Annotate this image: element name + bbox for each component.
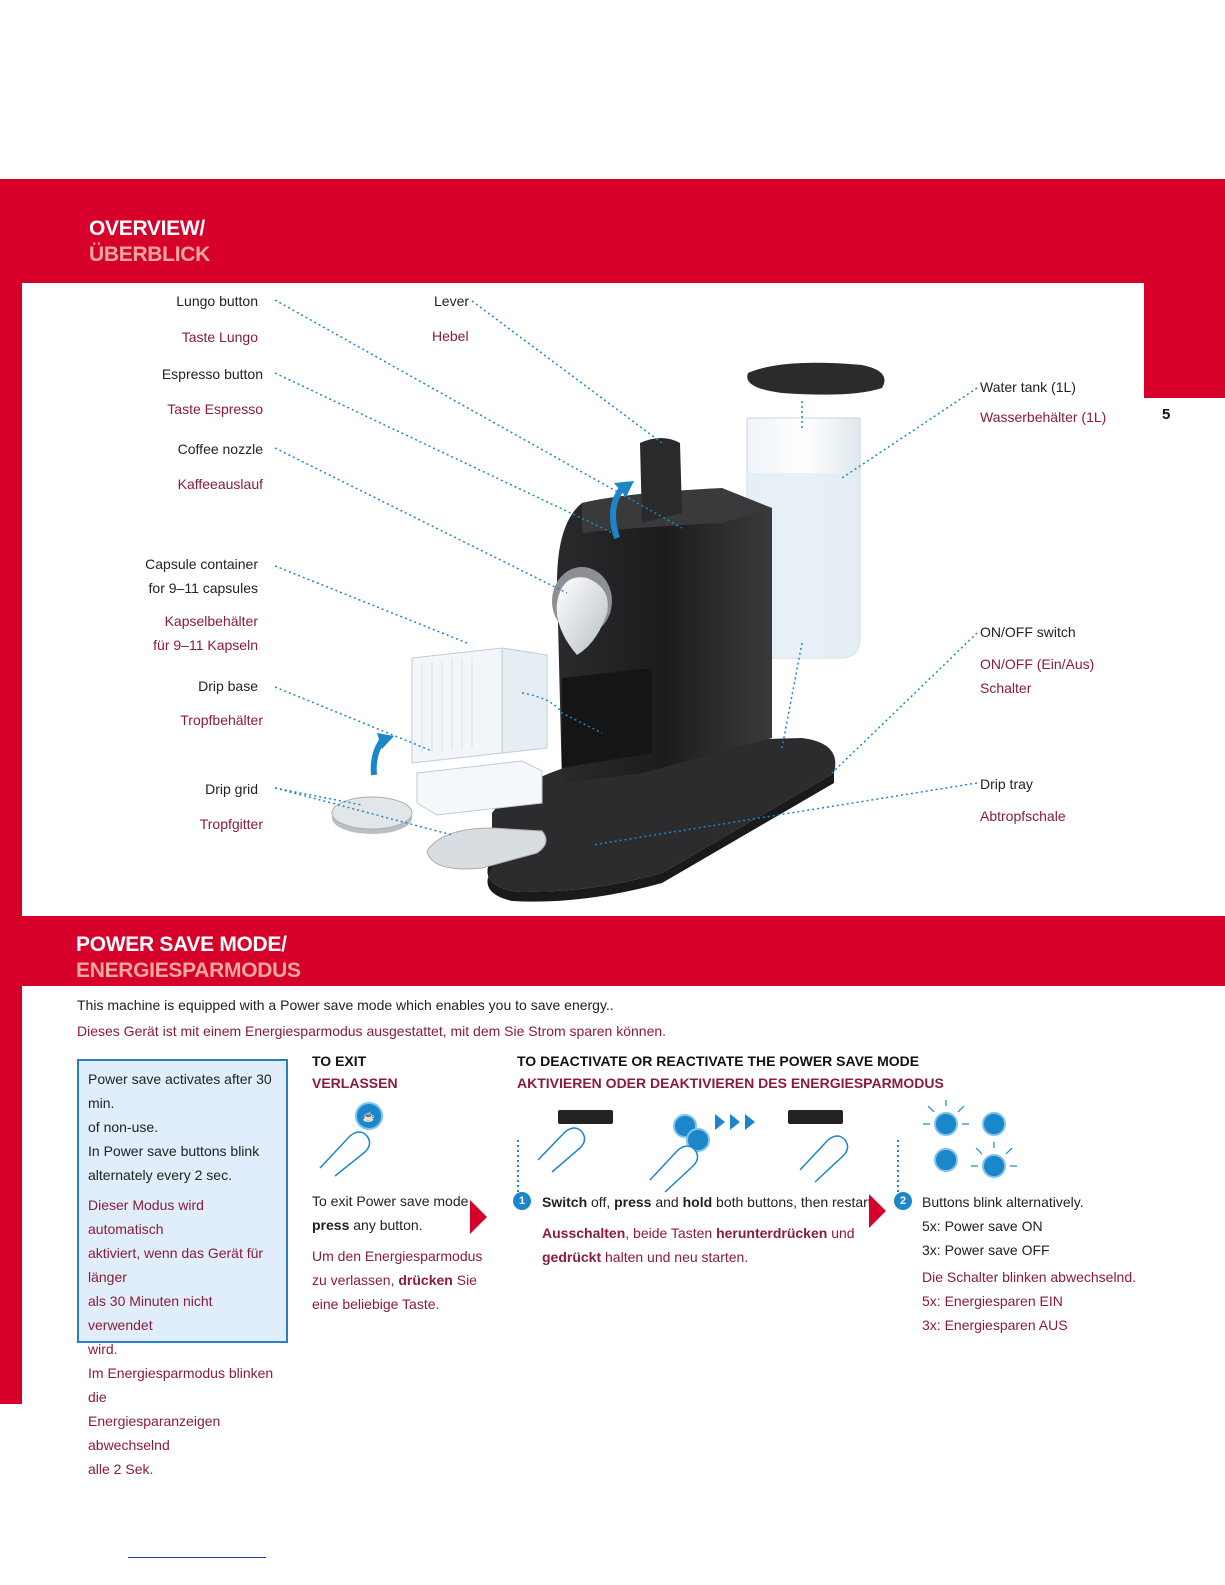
powersave-intro-en: This machine is equipped with a Power sa… [77, 997, 614, 1013]
label-coffee-nozzle-de: Kaffeeauslauf [177, 476, 263, 492]
step2-de-line: 5x: Energiesparen EIN [922, 1293, 1063, 1309]
label-espresso-button-en: Espresso button [161, 366, 263, 382]
step1-gedrueckt-de: gedrückt [542, 1249, 602, 1265]
info-de-line: alle 2 Sek. [88, 1461, 154, 1477]
step1-rest-en: both buttons, then restart. [712, 1194, 876, 1210]
label-onoff-switch-en: ON/OFF switch [980, 624, 1076, 640]
info-de-line: Energiesparanzeigen abwechselnd [88, 1413, 221, 1453]
exit-press-de: drücken [398, 1272, 453, 1288]
label-drip-tray-en: Drip tray [980, 776, 1033, 792]
deactivate-title-en: TO DEACTIVATE OR REACTIVATE THE POWER SA… [517, 1053, 920, 1069]
label-capsule-container-de-2: für 9–11 Kapseln [153, 637, 258, 653]
step1-de-line2: gedrückt halten und neu starten. [542, 1245, 748, 1269]
step2-en-line: 3x: Power save OFF [922, 1242, 1050, 1258]
info-de-line: als 30 Minuten nicht verwendet [88, 1293, 213, 1333]
powersave-info-box: Power save activates after 30 min. of no… [77, 1059, 288, 1477]
powersave-intro-de: Dieses Gerät ist mit einem Energiesparmo… [77, 1023, 667, 1039]
step2-de-line: 3x: Energiesparen AUS [922, 1317, 1068, 1333]
step1-de-line1: Ausschalten, beide Tasten herunterdrücke… [542, 1221, 855, 1245]
info-de-line: aktiviert, wenn das Gerät für länger [88, 1245, 264, 1285]
info-en-line: of non-use. [88, 1119, 159, 1135]
label-lever-en: Lever [434, 293, 470, 309]
exit-heading: TO EXIT VERLASSEN [312, 1050, 398, 1094]
label-onoff-switch-de-1: ON/OFF (Ein/Aus) [980, 656, 1095, 672]
deactivate-heading: TO DEACTIVATE OR REACTIVATE THE POWER SA… [517, 1050, 944, 1094]
label-lever-de: Hebel [432, 328, 469, 344]
label-capsule-container-en-1: Capsule container [145, 556, 258, 572]
info-de-line: Im Energiesparmodus blinken die [88, 1365, 274, 1405]
info-en-line: alternately every 2 sec. [88, 1167, 232, 1183]
step1-mid-de: , beide Tasten [625, 1225, 717, 1241]
step-arrow-icon [470, 1200, 487, 1234]
step1-hold-en: hold [682, 1194, 713, 1210]
label-water-tank-en: Water tank (1L) [980, 379, 1076, 395]
step1-runter-de: herunterdrücken [716, 1225, 828, 1241]
label-capsule-container-de-1: Kapselbehälter [164, 613, 258, 629]
exit-title-de: VERLASSEN [312, 1075, 398, 1091]
step1-switch-en: Switch [542, 1194, 588, 1210]
overview-title-de: ÜBERBLICK [89, 243, 210, 266]
page-number: 5 [1162, 406, 1171, 423]
step-1-badge: 1 [513, 1192, 531, 1210]
step1-und-de: und [827, 1225, 855, 1241]
exit-line2-de: zu verlassen, drücken Sie [312, 1268, 477, 1292]
exit-title-en: TO EXIT [312, 1053, 367, 1069]
step2-en-line: Buttons blink alternatively. [922, 1194, 1084, 1210]
step1-off-en: off, [587, 1194, 615, 1210]
exit-line2-de-b: Sie [452, 1272, 477, 1288]
exit-line1-de: Um den Energiesparmodus [312, 1248, 483, 1264]
blinking-buttons-illustration [897, 1100, 1017, 1192]
right-white-edge [1144, 398, 1225, 916]
powersave-heading: POWER SAVE MODE/ ENERGIESPARMODUS [76, 932, 301, 984]
label-lungo-button-en: Lungo button [176, 293, 258, 309]
step1-press-en: press [614, 1194, 652, 1210]
label-lungo-button-de: Taste Lungo [181, 329, 258, 345]
finger-press-icon: ☕ [319, 1102, 383, 1177]
info-en-line: In Power save buttons blink [88, 1143, 260, 1159]
label-drip-grid-en: Drip grid [205, 781, 258, 797]
info-de-line: wird. [88, 1341, 118, 1357]
powersave-title-en: POWER SAVE MODE/ [76, 933, 287, 956]
info-de-line: Dieser Modus wird automatisch [88, 1197, 204, 1237]
step2-en-line: 5x: Power save ON [922, 1218, 1043, 1234]
coffee-machine-illustration [274, 299, 978, 902]
exit-line1-en: To exit Power save mode [312, 1193, 469, 1209]
label-water-tank-de: Wasserbehälter (1L) [980, 409, 1107, 425]
step1-and-en: and [651, 1194, 683, 1210]
label-drip-grid-de: Tropfgitter [199, 816, 263, 832]
step-arrow-icon [869, 1194, 886, 1228]
exit-line2-en: press any button. [312, 1213, 423, 1237]
label-coffee-nozzle-en: Coffee nozzle [177, 441, 263, 457]
overview-heading: OVERVIEW/ ÜBERBLICK [89, 216, 210, 268]
exit-rest-en: any button. [349, 1217, 423, 1233]
svg-text:☕: ☕ [363, 1110, 375, 1123]
exit-line2-de-a: zu verlassen, [312, 1272, 399, 1288]
deactivate-title-de: AKTIVIEREN ODER DEAKTIVIEREN DES ENERGIE… [517, 1075, 944, 1091]
exit-press-en: press [312, 1217, 350, 1233]
label-drip-base-en: Drip base [198, 678, 258, 694]
label-drip-base-de: Tropfbehälter [180, 712, 263, 728]
footer-line [128, 1557, 266, 1558]
label-drip-tray-de: Abtropfschale [980, 808, 1066, 824]
overview-title-en: OVERVIEW/ [89, 217, 205, 240]
label-espresso-button-de: Taste Espresso [167, 401, 263, 417]
step1-aus-de: Ausschalten [542, 1225, 626, 1241]
exit-line3-de: eine beliebige Taste. [312, 1296, 440, 1312]
step1-rest-de: halten und neu starten. [601, 1249, 749, 1265]
label-onoff-switch-de-2: Schalter [980, 680, 1032, 696]
step2-de-line: Die Schalter blinken abwechselnd. [922, 1269, 1137, 1285]
step-2-badge: 2 [894, 1192, 912, 1210]
label-capsule-container-en-2: for 9–11 capsules [148, 580, 258, 596]
info-en-line: Power save activates after 30 min. [88, 1071, 272, 1111]
powersave-title-de: ENERGIESPARMODUS [76, 959, 301, 982]
step1-en: Switch off, press and hold both buttons,… [542, 1190, 876, 1214]
switch-press-hold-illustration [517, 1110, 849, 1193]
